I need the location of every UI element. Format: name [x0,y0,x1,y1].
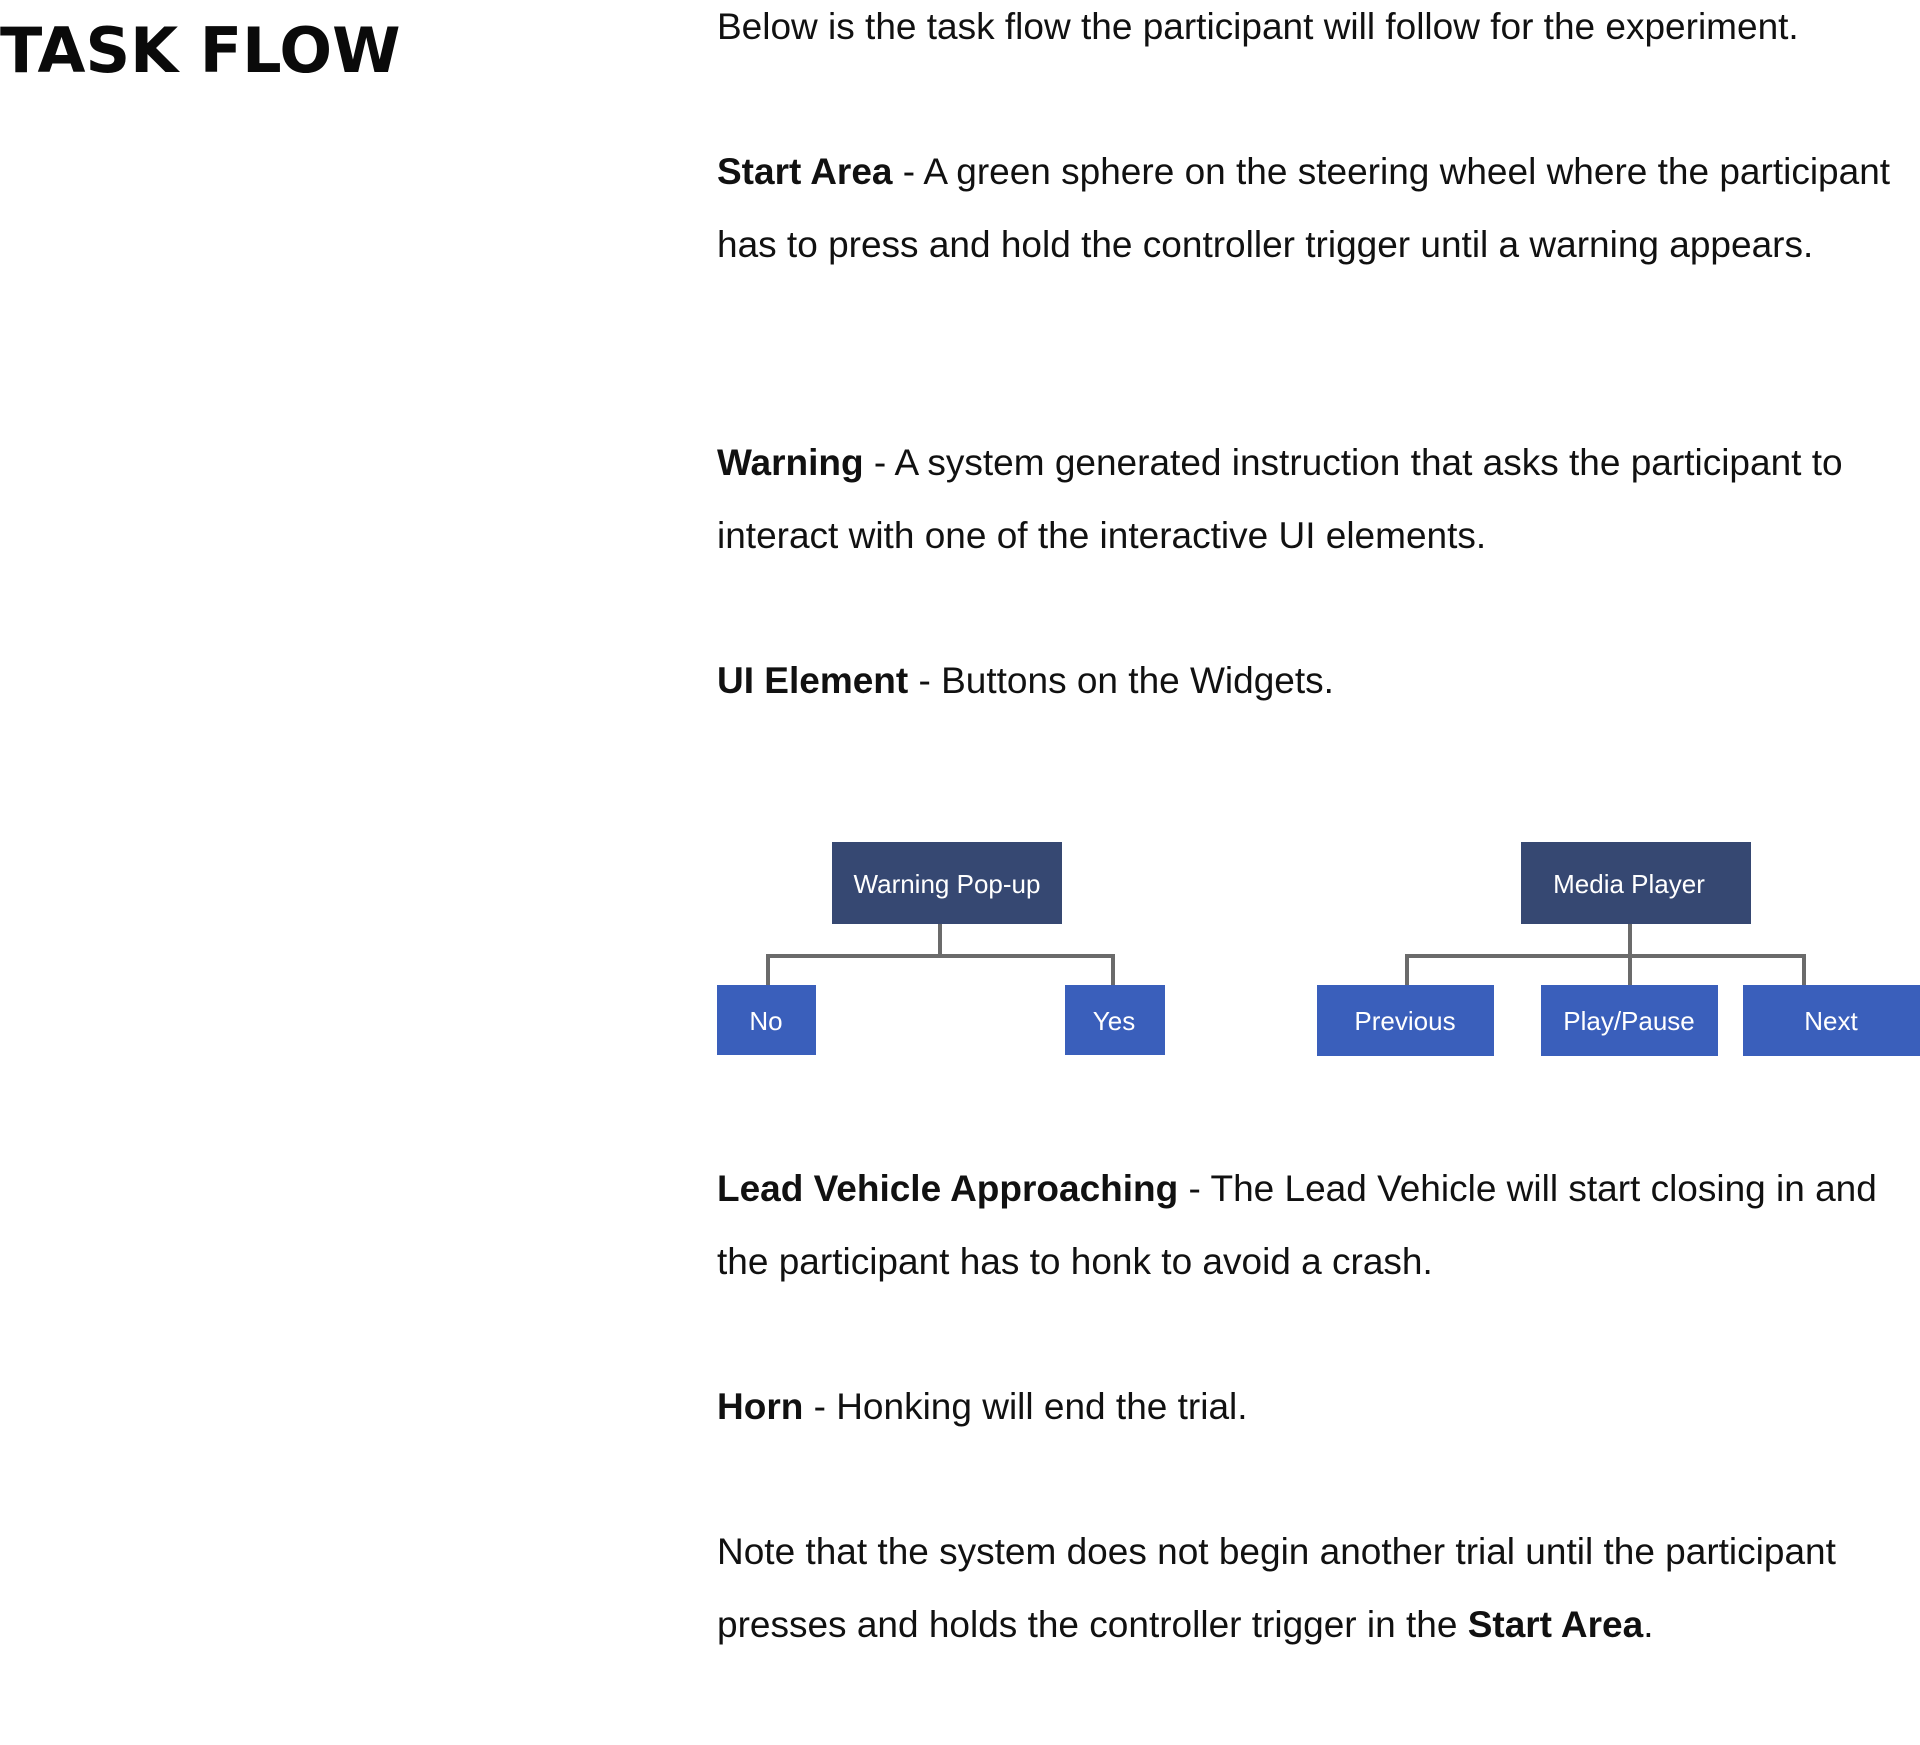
intro-paragraph: Below is the task flow the participant w… [717,6,1799,47]
definition-horn: Horn - Honking will end the trial. [717,1371,1897,1444]
previous-button-label: Previous [1354,1006,1455,1036]
desc-warning: - A system generated instruction that as… [717,442,1843,556]
warning-popup-connectors [766,924,1115,986]
page-title: TASK FLOW [0,14,401,87]
definition-start-area: Start Area - A green sphere on the steer… [717,136,1897,281]
warning-popup-node [832,842,1062,924]
note-end: . [1643,1603,1654,1645]
warning-popup-tree: Warning Pop-up No Yes [717,842,1165,1055]
media-player-node [1521,842,1751,924]
definition-lead-vehicle: Lead Vehicle Approaching - The Lead Vehi… [717,1153,1897,1298]
media-player-label: Media Player [1553,869,1705,899]
term-start-area: Start Area [717,151,893,192]
play-pause-button-label: Play/Pause [1563,1006,1695,1036]
media-player-tree: Media Player Previous Play/Pause Next [1317,842,1920,1056]
desc-horn: - Honking will end the trial. [803,1386,1248,1427]
term-lead-vehicle: Lead Vehicle Approaching [717,1168,1179,1209]
previous-button[interactable] [1317,985,1494,1056]
desc-start-area: - A green sphere on the steering wheel w… [717,151,1891,265]
note-text: Note that the system does not begin anot… [717,1531,1836,1645]
yes-button[interactable] [1065,985,1165,1055]
term-horn: Horn [717,1386,804,1427]
yes-button-label: Yes [1093,1006,1135,1036]
term-ui-element: UI Element [717,660,909,701]
term-warning: Warning [717,442,864,483]
warning-popup-label: Warning Pop-up [854,869,1041,899]
next-button[interactable] [1743,985,1920,1056]
no-button[interactable] [717,985,816,1055]
note-paragraph: Note that the system does not begin anot… [717,1516,1897,1661]
desc-ui-element: - Buttons on the Widgets. [908,660,1334,701]
play-pause-button[interactable] [1541,985,1718,1056]
no-button-label: No [749,1006,782,1036]
note-term-start-area: Start Area [1467,1603,1644,1645]
desc-lead-vehicle: - The Lead Vehicle will start closing in… [717,1168,1877,1282]
next-button-label: Next [1804,1006,1858,1036]
media-player-connectors [1405,924,1806,986]
definition-warning: Warning - A system generated instruction… [717,427,1897,572]
definition-ui-element: UI Element - Buttons on the Widgets. [717,645,1897,718]
